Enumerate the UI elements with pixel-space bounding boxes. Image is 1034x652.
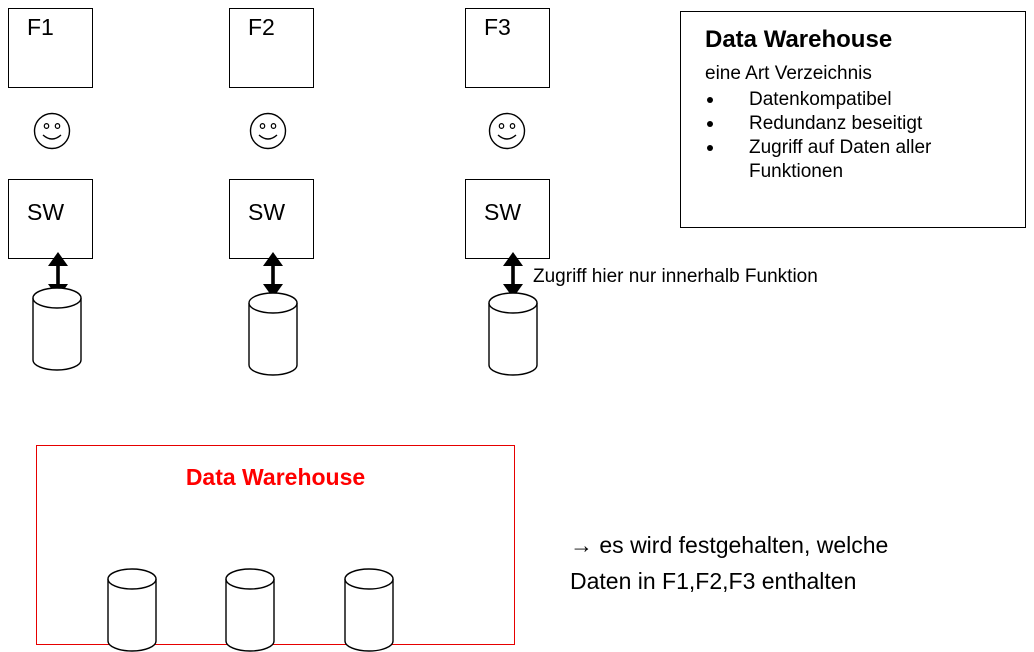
conclusion-line-1-text: es wird festgehalten, welche — [593, 532, 889, 558]
database-cylinder-icon — [225, 568, 275, 652]
database-cylinder-icon — [32, 287, 82, 371]
software-box-f2: SW — [229, 179, 314, 259]
list-item: Datenkompatibel — [705, 88, 985, 112]
function-box-f1: F1 — [8, 8, 93, 88]
bullet-icon — [707, 121, 713, 127]
user-smiley-icon — [249, 112, 287, 150]
function-box-f2: F2 — [229, 8, 314, 88]
data-warehouse-info-box: Data Warehouse eine Art Verzeichnis Date… — [680, 11, 1026, 228]
list-item-text: Datenkompatibel — [749, 89, 892, 110]
conclusion-text: → es wird festgehalten, welche Daten in … — [570, 527, 888, 599]
list-item-text: Zugriff auf Daten aller Funktionen — [749, 137, 932, 182]
function-label: F2 — [248, 14, 275, 40]
function-label: F3 — [484, 14, 511, 40]
list-item: Redundanz beseitigt — [705, 112, 985, 136]
conclusion-line-2: Daten in F1,F2,F3 enthalten — [570, 568, 857, 594]
conclusion-line-1: → es wird festgehalten, welche — [570, 527, 888, 563]
database-cylinder-icon — [344, 568, 394, 652]
function-label: F1 — [27, 14, 54, 40]
diagram-canvas: { "functions": [ { "label": "F1", "softw… — [8, 8, 1026, 628]
info-box-title: Data Warehouse — [705, 26, 893, 53]
database-cylinder-icon — [248, 292, 298, 376]
data-warehouse-store-box: Data Warehouse — [36, 445, 515, 645]
software-label: SW — [27, 199, 65, 225]
right-arrow-icon: → — [570, 532, 593, 558]
store-box-title: Data Warehouse — [185, 464, 366, 490]
bullet-icon — [707, 145, 713, 151]
bullet-icon — [707, 97, 713, 103]
software-label: SW — [248, 199, 286, 225]
database-cylinder-icon — [107, 568, 157, 652]
software-box-f1: SW — [8, 179, 93, 259]
list-item-text: Redundanz beseitigt — [749, 113, 923, 134]
function-box-f3: F3 — [465, 8, 550, 88]
user-smiley-icon — [488, 112, 526, 150]
access-note: Zugriff hier nur innerhalb Funktion — [533, 266, 818, 287]
info-box-subtitle: eine Art Verzeichnis — [705, 63, 872, 84]
database-cylinder-icon — [488, 292, 538, 376]
software-box-f3: SW — [465, 179, 550, 259]
info-box-bullet-list: Datenkompatibel Redundanz beseitigt Zugr… — [705, 88, 985, 184]
software-label: SW — [484, 199, 522, 225]
list-item: Zugriff auf Daten aller Funktionen — [705, 136, 985, 184]
user-smiley-icon — [33, 112, 71, 150]
